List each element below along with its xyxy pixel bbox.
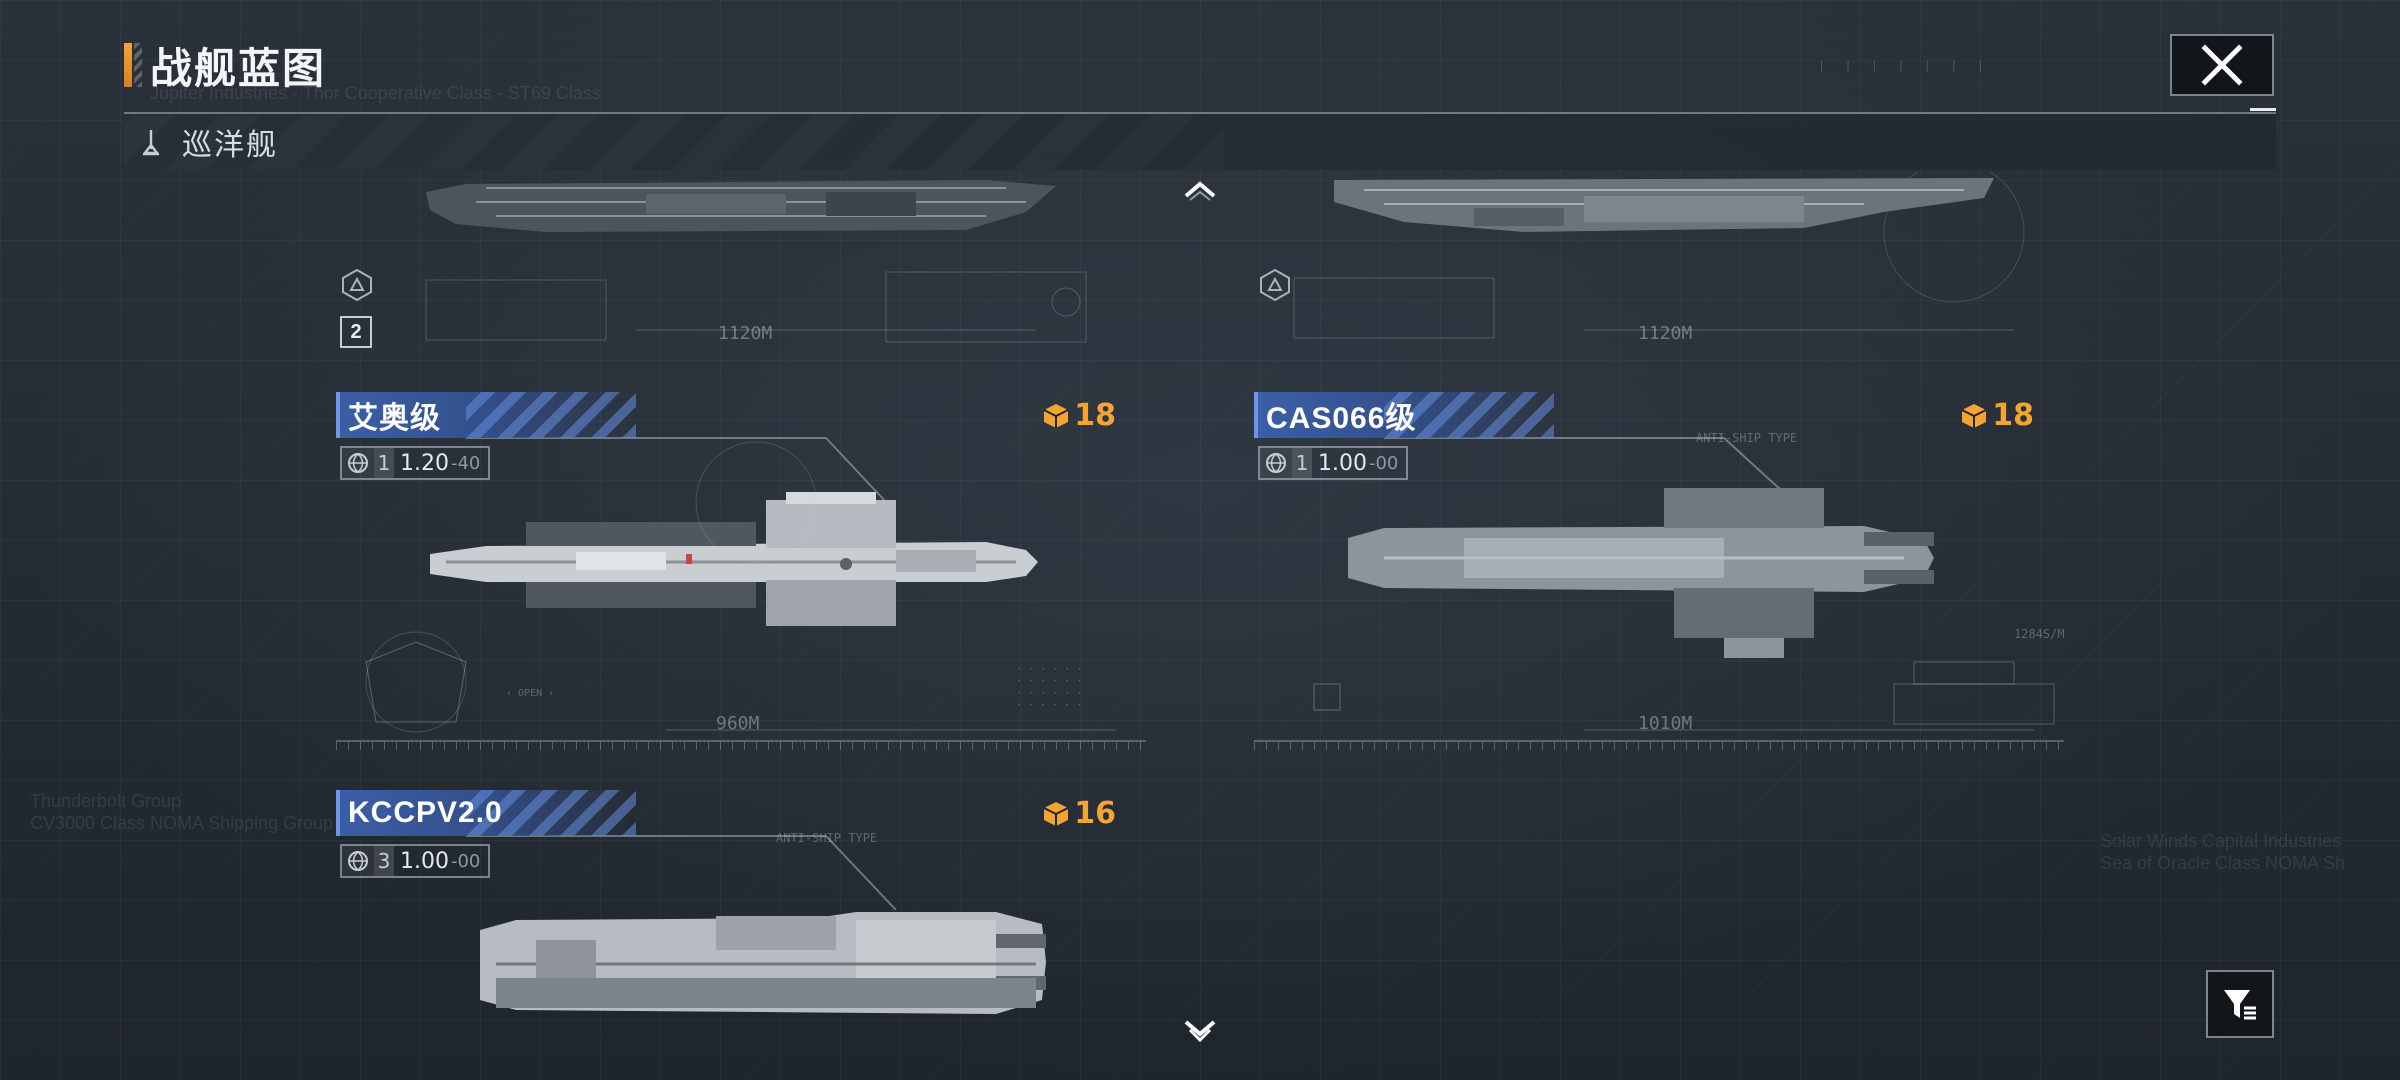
name-plate: CAS066级 — [1254, 392, 1554, 438]
resource-cube-icon — [1043, 801, 1069, 826]
resource-cube-icon — [1043, 403, 1069, 428]
cost-badge: 16 — [1042, 796, 1116, 831]
filter-icon — [2224, 990, 2256, 1020]
globe-icon — [1260, 448, 1292, 478]
card-baseline — [336, 740, 1146, 742]
plate-stripes — [466, 392, 636, 438]
page-title: 战舰蓝图 — [150, 44, 327, 92]
hex-badge-icon — [342, 268, 372, 302]
bg-deco-text-top: Jupiter Industries - Thor Cooperative Cl… — [150, 83, 601, 103]
category-label: 巡洋舰 — [182, 129, 278, 162]
resource-cube-icon — [1961, 403, 1987, 428]
title-accent-stripes — [134, 43, 142, 87]
count-value: 1 — [1292, 448, 1312, 478]
cruiser-class-icon — [142, 130, 160, 156]
ship-card-cas066[interactable]: CAS066级 18 1 1.00-00 ANTI-SHIP TYPE — [1254, 392, 2065, 752]
cost-value: 18 — [1074, 398, 1116, 433]
partial-card-right[interactable]: 1120M — [1254, 161, 2064, 362]
stat-value-dim: -40 — [450, 452, 481, 474]
card-baseline-ticks — [336, 742, 1146, 750]
card-baseline — [1254, 740, 2064, 742]
ship-card-aio[interactable]: 艾奥级 18 1 1.20-40 — [336, 392, 1146, 752]
length-label: 1010M — [1638, 713, 1693, 734]
chevron-down-icon[interactable] — [1182, 1016, 1218, 1046]
stats-row: 3 1.00-00 — [340, 844, 491, 878]
chevron-up-icon[interactable] — [1182, 176, 1218, 202]
globe-icon — [342, 448, 374, 478]
stats-row: 1 1.00-00 — [1258, 446, 1409, 480]
length-label: 1120M — [718, 323, 773, 344]
stat-value: 1.20-40 — [394, 448, 488, 478]
stat-value-main: 1.20 — [400, 450, 449, 476]
plate-edge — [336, 790, 340, 836]
level-badge: 2 — [340, 316, 372, 348]
page-title-bar: 战舰蓝图 — [124, 40, 326, 92]
ship-silhouette — [1348, 488, 1934, 658]
open-label: ‹ OPEN › — [506, 688, 555, 699]
globe-icon — [342, 846, 374, 876]
cost-value: 18 — [1992, 398, 2034, 433]
plate-edge — [1254, 392, 1258, 438]
cost-badge: 18 — [1042, 398, 1116, 433]
stat-value: 1.00-00 — [1312, 448, 1406, 478]
dimension-label: 1284S/M — [2014, 627, 2065, 641]
close-x-icon — [2201, 44, 2243, 86]
stat-value-main: 1.00 — [400, 848, 449, 874]
length-label: 1120M — [1638, 323, 1693, 344]
tag-label: ANTI-SHIP TYPE — [1696, 431, 1798, 445]
tag-label: ANTI-SHIP TYPE — [776, 831, 878, 845]
cost-value: 16 — [1074, 796, 1116, 831]
stat-value-main: 1.00 — [1318, 450, 1367, 476]
level-badge-value: 2 — [350, 320, 362, 343]
header-divider — [124, 112, 2276, 114]
name-plate: KCCPV2.0 — [336, 790, 636, 836]
ticks-decoration: | | | | | | | — [1820, 58, 1992, 72]
dot-grid-deco: · · · · · ·· · · · · ·· · · · · ·· · · ·… — [1016, 664, 1083, 711]
stat-value: 1.00-00 — [394, 846, 488, 876]
ship-silhouette — [480, 912, 1046, 1014]
ship-silhouette — [430, 492, 1038, 626]
title-accent — [124, 43, 132, 87]
stat-value-dim: -00 — [450, 850, 481, 872]
name-plate: 艾奥级 — [336, 392, 636, 438]
ship-name: CAS066级 — [1266, 402, 1417, 435]
blueprint-lines — [425, 271, 1087, 343]
ship-card-kccpv2[interactable]: KCCPV2.0 16 3 1.00-00 ANTI-SHIP TYPE — [336, 790, 1146, 1080]
header-tick — [2250, 108, 2276, 111]
plate-edge — [336, 392, 340, 438]
close-button[interactable] — [2170, 34, 2274, 96]
card-baseline-ticks — [1254, 742, 2064, 750]
filter-button[interactable] — [2206, 970, 2274, 1038]
count-value: 1 — [374, 448, 394, 478]
ship-name: KCCPV2.0 — [348, 796, 503, 829]
stat-value-dim: -00 — [1368, 452, 1399, 474]
cost-badge: 18 — [1960, 398, 2034, 433]
stats-row: 1 1.20-40 — [340, 446, 491, 480]
length-label: 960M — [716, 713, 760, 734]
ship-name: 艾奥级 — [348, 402, 441, 435]
count-value: 3 — [374, 846, 394, 876]
partial-card-left[interactable]: 2 1120M — [336, 172, 1146, 362]
plate-stripes — [466, 790, 636, 836]
hex-badge-icon — [1260, 268, 1290, 302]
category-bar[interactable]: 巡洋舰 — [124, 114, 2276, 170]
plate-stripes — [1384, 392, 1554, 438]
